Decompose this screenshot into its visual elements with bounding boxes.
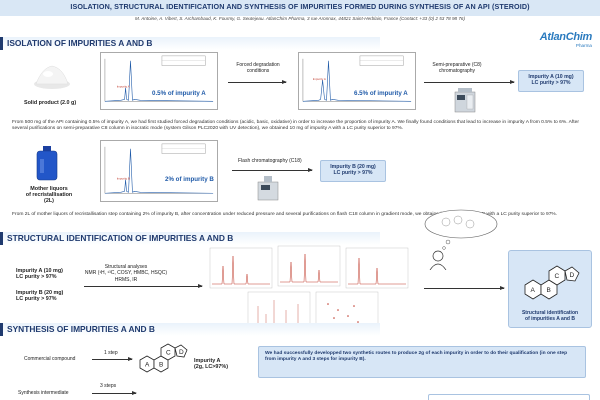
intermediate-label: Synthesis intermediate	[18, 390, 69, 396]
chrom1-label: 0.5% of impurity A	[152, 90, 206, 97]
svg-text:Impurity A: Impurity A	[117, 85, 130, 89]
isolation-paragraph-2: From 2L of mother liquors of recristalli…	[12, 212, 558, 217]
struct-imp-b: Impurity B (20 mg) LC purity > 97%	[16, 290, 63, 302]
ring-d-label: D	[570, 272, 575, 279]
arrow-step3	[232, 168, 313, 172]
step2-label: Semi-preparative (C8) chromatography	[432, 62, 482, 74]
synth-ring-d-label: D	[179, 349, 184, 356]
section-synthesis: SYNTHESIS OF IMPURITIES A AND B	[0, 323, 380, 336]
result-a-line2: LC purity > 97%	[531, 80, 571, 87]
authors-line: M. Antoine, A. Vibert, S. Archambaud, K.…	[134, 16, 466, 21]
ring-c-label: C	[555, 273, 560, 280]
thinking-person-image	[418, 208, 504, 271]
ring-b-label: B	[547, 287, 551, 294]
struct-imp-a: Impurity A (10 mg) LC purity > 97%	[16, 268, 63, 280]
logo-sub: Pharma	[575, 43, 592, 48]
footer-box-edge	[428, 394, 590, 400]
synthesis-conclusion: We had successfully developped two synth…	[258, 346, 586, 378]
analyses-line2: HRMS, IR	[114, 276, 138, 283]
step-b-label: 3 steps	[100, 383, 117, 389]
arrow-step2	[424, 80, 515, 84]
hplc-instrument-image	[452, 86, 478, 116]
chromatogram-1: Impurity A	[100, 52, 218, 110]
analyses-title: Structural analyses	[104, 264, 148, 270]
spectra-collage	[208, 244, 420, 334]
section-isolation: ISOLATION OF IMPURITIES A AND B	[0, 37, 380, 50]
powder-image	[32, 62, 72, 90]
result-b-line1: Impurity B (20 mg)	[330, 164, 376, 170]
chrom2-label: 6.5% of impurity A	[354, 90, 408, 97]
structural-result-line2: of impurities A and B	[525, 316, 575, 323]
chrom3-label: 2% of impurity B	[165, 176, 214, 183]
arrow-structural	[424, 286, 505, 290]
svg-text:Impurity A: Impurity A	[313, 77, 326, 81]
ring-a-label: A	[531, 287, 536, 294]
liquor-line1: Mother liquors	[30, 186, 68, 192]
arrow-step1	[228, 80, 287, 84]
chromatogram-2: Impurity A	[298, 52, 416, 110]
structural-result-text: Structural identification of impurities …	[509, 310, 591, 322]
arrow-synthesis-a	[92, 357, 133, 361]
analyses-line1: NMR (¹H, ¹³C, COSY, HMBC, HSQC)	[84, 270, 168, 277]
analyses-block: Structural analyses NMR (¹H, ¹³C, COSY, …	[76, 264, 176, 283]
synth-imp-a-line1: Impurity A	[194, 358, 221, 364]
synth-ring-b-label: B	[159, 362, 163, 369]
svg-text:Impurity B: Impurity B	[117, 177, 130, 181]
structural-result-box: A B C D Structural identification of imp…	[508, 250, 592, 328]
poster-title: ISOLATION, STRUCTURAL IDENTIFICATION AND…	[0, 0, 600, 16]
steroid-structure-icon: A B C D	[524, 265, 580, 300]
struct-imp-b-line1: Impurity B (20 mg)	[16, 290, 64, 296]
synth-ring-c-label: C	[166, 350, 171, 357]
section-structural: STRUCTURAL IDENTIFICATION OF IMPURITIES …	[0, 232, 380, 245]
arrow-synthesis-b	[92, 391, 137, 395]
company-logo: AtlanChim Pharma	[522, 27, 593, 48]
step3-label: Flash chromatography (C18)	[238, 158, 302, 164]
isolation-paragraph-1: From 500 mg of the API containing 0.5% o…	[12, 120, 579, 132]
synth-ring-a-label: A	[145, 362, 150, 369]
step1-label: Forced degradation conditions	[236, 62, 280, 74]
logo-word: AtlanChim	[539, 31, 593, 43]
step-a-label: 1 step	[104, 350, 118, 356]
structural-result-line1: Structural identification	[521, 310, 579, 316]
liquor-line2: of recristallisation (2L)	[25, 192, 73, 204]
commercial-label: Commercial compound	[24, 356, 76, 362]
synth-imp-a: Impurity A (2g, LC>97%)	[194, 358, 228, 371]
arrow-analyses	[84, 284, 203, 288]
bottle-image	[34, 145, 60, 181]
synth-imp-a-line2: (2g, LC>97%)	[194, 364, 228, 371]
result-a-line1: Impurity A (10 mg)	[528, 74, 574, 80]
struct-imp-a-line1: Impurity A (10 mg)	[16, 268, 63, 274]
synthesis-steroid-icon: A B C D	[136, 340, 192, 374]
result-impurity-b: Impurity B (20 mg) LC purity > 97%	[320, 160, 386, 182]
flash-instrument-image	[256, 174, 280, 202]
liquor-label: Mother liquors of recristallisation (2L)	[24, 186, 74, 204]
solid-product-label: Solid product (2.0 g)	[24, 100, 77, 106]
chromatogram-3: Impurity B	[100, 140, 218, 202]
result-b-line2: LC purity > 97%	[333, 170, 373, 177]
struct-imp-b-line2: LC purity > 97%	[16, 296, 57, 302]
struct-imp-a-line2: LC purity > 97%	[16, 274, 57, 280]
result-impurity-a: Impurity A (10 mg) LC purity > 97%	[518, 70, 584, 92]
